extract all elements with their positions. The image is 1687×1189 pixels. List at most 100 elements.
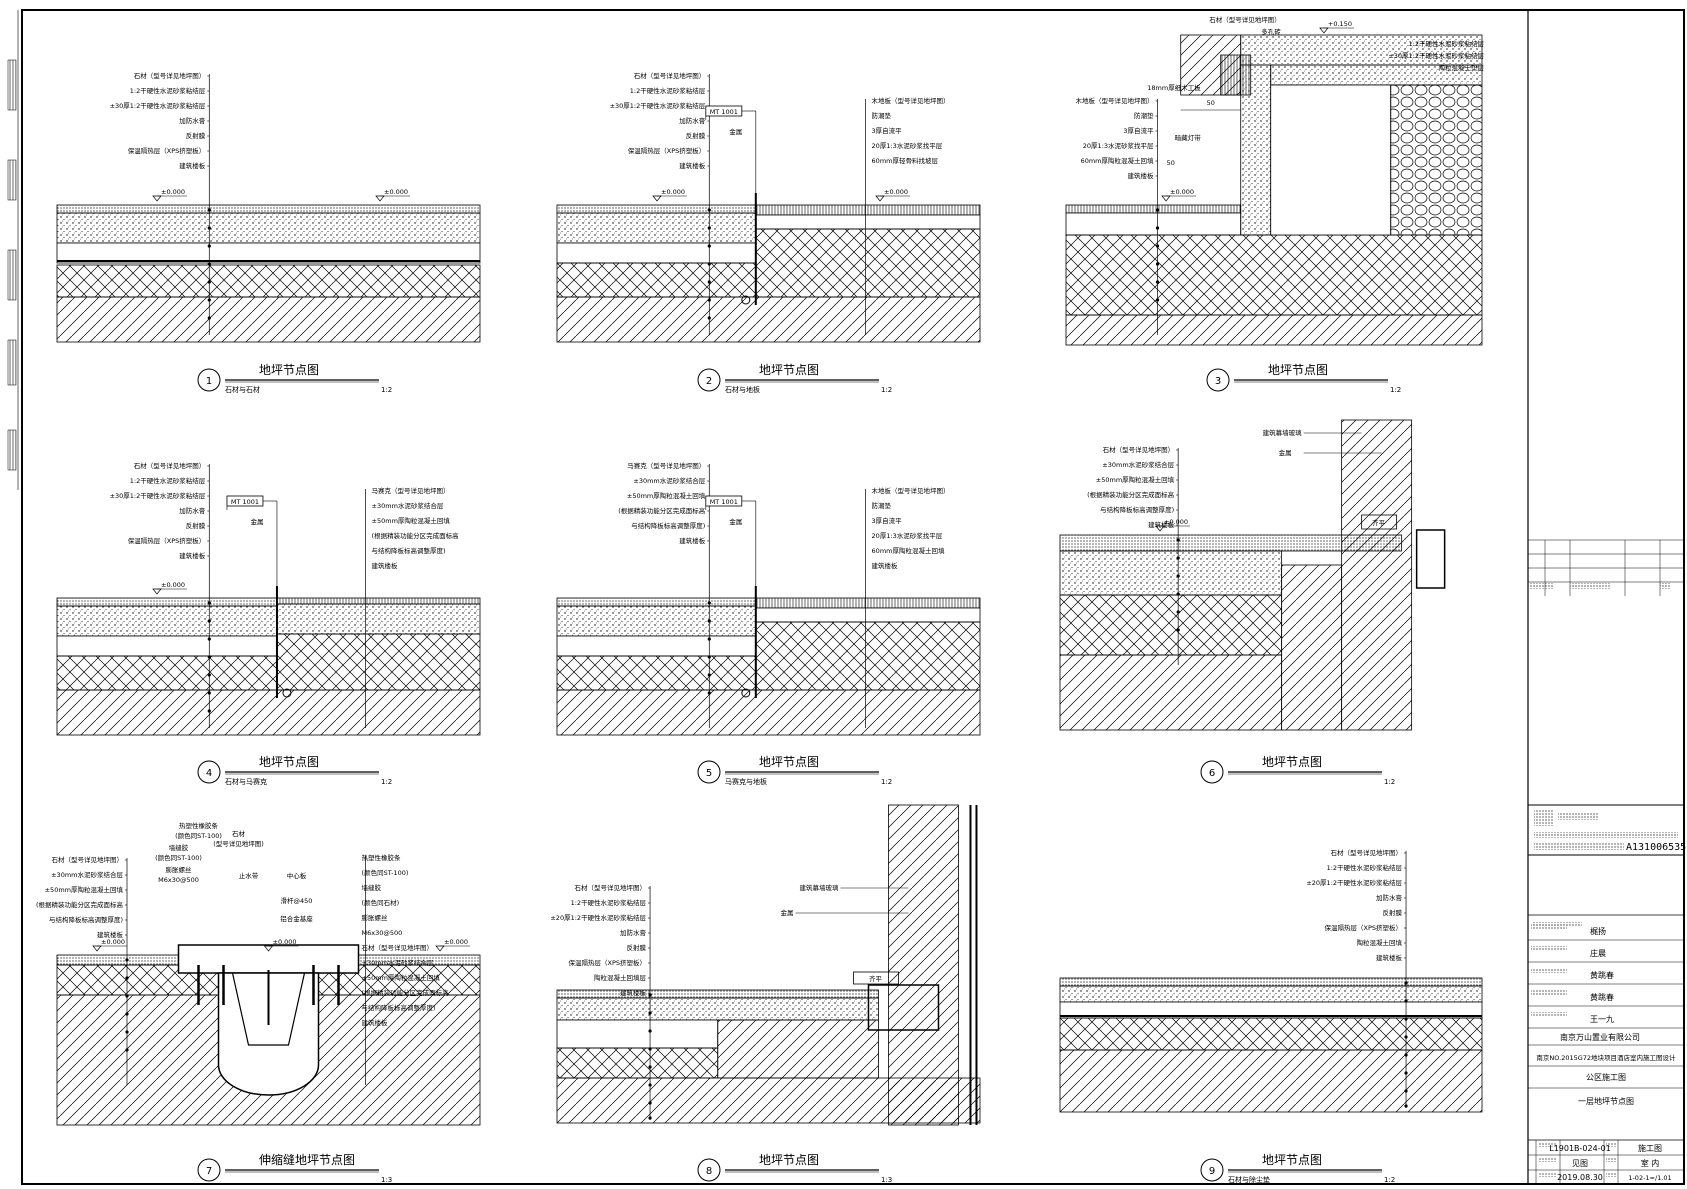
mosaic-layer	[276, 597, 481, 605]
layer-label-2: ±50mm厚陶粒混凝土回填	[1096, 475, 1175, 484]
level-label: +0.150	[1328, 20, 1352, 28]
detail-scale: 1:3	[881, 1176, 892, 1184]
layer-label-5: 保温隔热层（XPS挤塑板）	[569, 958, 647, 967]
right-label-4: 与结构降板标高调整厚度)	[372, 546, 446, 555]
layer-label-1: 1:2干硬性水泥砂浆粘结层	[1327, 863, 1403, 872]
detail-scale: 1:2	[381, 778, 392, 786]
layer-label-0: 石材（型号详见地坪图）	[634, 71, 706, 80]
detail-4: 石材（型号详见地坪图）1:2干硬性水泥砂浆粘结层±30厚1:2干硬性水泥砂浆粘结…	[56, 461, 481, 786]
leader-dot	[1176, 538, 1180, 542]
insulation-layer	[56, 242, 481, 264]
detail-title: 地坪节点图	[259, 363, 319, 377]
detail-number: 4	[206, 768, 212, 779]
level-marker-icon	[1161, 195, 1171, 202]
licence-number: A131006535	[1626, 842, 1686, 853]
leader-dot	[125, 976, 129, 980]
layer-label-2: ±50mm厚陶粒混凝土回填	[627, 491, 706, 500]
fill-layer	[1059, 594, 1283, 656]
firm-address-mark	[1534, 832, 1678, 838]
timber-board	[1220, 54, 1252, 96]
detail-number: 3	[1215, 376, 1221, 387]
detail-number: 1	[206, 376, 212, 387]
structure-layer	[556, 689, 981, 736]
dimension-label: 50	[1207, 99, 1215, 107]
tb-person-1: 庄晨	[1590, 948, 1606, 958]
expansion-joint-cover	[177, 944, 360, 974]
material-tag-code: MT 1001	[231, 498, 259, 506]
layer-label-0: 石材（型号详见地坪图）	[134, 461, 206, 470]
leader-dot	[707, 226, 711, 230]
top-label-2: 1:2干硬性水泥砂浆粘结层	[1409, 39, 1485, 48]
level-label: ±0.000	[1170, 188, 1194, 196]
flush-box	[1361, 514, 1398, 530]
mortar-layer	[1059, 985, 1483, 1003]
detail-scale: 1:2	[381, 386, 392, 394]
layer-label-2: ±20厚1:2干硬性水泥砂浆粘结层	[1306, 878, 1402, 887]
tb-role-mark	[1531, 946, 1567, 951]
detail-title: 地坪节点图	[259, 755, 319, 769]
leader-dot	[207, 298, 211, 302]
leader-dot	[707, 637, 711, 641]
tb-type: 施工图	[1638, 1143, 1662, 1153]
mortar-layer	[276, 603, 481, 635]
layer-label-2: ±30厚1:2干硬性水泥砂浆粘结层	[610, 101, 706, 110]
tb-sheet: 见图	[1572, 1159, 1588, 1168]
detail-subtitle: 石材与地板	[725, 385, 760, 394]
detail-scale: 1:2	[1390, 386, 1401, 394]
leader-dot	[707, 673, 711, 677]
right-label-0: 热塑性橡胶条	[362, 853, 402, 862]
layer-label-2: ±30厚1:2干硬性水泥砂浆粘结层	[110, 491, 206, 500]
detail-subtitle: 石材与石材	[225, 385, 260, 394]
tb-label-mark	[1538, 1173, 1556, 1177]
leader-dot	[707, 655, 711, 659]
leader-dot	[1404, 1071, 1408, 1075]
water-stop-icon	[217, 972, 320, 1096]
layer-label-6: 建筑楼板	[179, 551, 206, 560]
level-label: ±0.000	[161, 188, 185, 196]
leader-dot	[125, 1048, 129, 1052]
level-marker-icon	[875, 195, 885, 202]
level-label: ±0.000	[884, 188, 908, 196]
right-label-1: ±30mm水泥砂浆结合层	[372, 501, 444, 510]
right-label-4: 60mm厚轻骨料找坡层	[872, 156, 939, 165]
leader-dot	[1155, 226, 1160, 230]
detail-number-circle	[1206, 368, 1230, 392]
dimension-label: 50	[1167, 159, 1175, 167]
leader-dot	[707, 619, 711, 623]
right-label-6: 石材（型号详见地坪图）	[362, 943, 434, 952]
layer-label-4: 与结构降板标高调整厚度)	[1100, 505, 1174, 514]
layer-label-7: 建筑楼板	[1376, 953, 1403, 962]
layer-label-0: 石材（型号详见地坪图）	[134, 71, 206, 80]
fill-layer	[755, 621, 981, 691]
slab-fill-layer	[556, 262, 757, 298]
fill-layer	[755, 228, 981, 298]
screed-layer	[755, 607, 981, 623]
fill-layer	[556, 1047, 719, 1079]
leader-dot	[207, 316, 211, 320]
leader-dot	[1404, 1035, 1408, 1039]
leader-dot	[707, 280, 711, 284]
level-label: ±0.000	[444, 938, 468, 946]
detail-6: 齐平建筑幕墙玻璃金属石材（型号详见地坪图）±30mm水泥砂浆结合层±50mm厚陶…	[1059, 419, 1446, 786]
tb-client: 南京万山置业有限公司	[1560, 1032, 1640, 1042]
tb-role-mark	[1531, 968, 1567, 973]
detail-title: 地坪节点图	[759, 755, 819, 769]
leader-dot	[207, 637, 211, 641]
leader-dot	[207, 226, 211, 230]
wall-layer	[1341, 419, 1413, 731]
flush-label: 齐平	[1372, 518, 1386, 527]
leader-dot	[207, 619, 211, 623]
layer-label-0: 马赛克（型号详见地坪图）	[627, 461, 705, 470]
detail-3: 5050石材（型号详见地坪图）多孔砖1:2干硬性水泥砂浆粘结层±30厚1:2干硬…	[1065, 15, 1485, 394]
mid-label-0: 18mm厚细木工板	[1147, 83, 1201, 92]
leader-dot	[707, 262, 711, 266]
detail-1: 石材（型号详见地坪图）1:2干硬性水泥砂浆粘结层±30厚1:2干硬性水泥砂浆粘结…	[56, 71, 481, 394]
right-label-7: ±30mm水泥砂浆结合层	[362, 958, 434, 967]
detail-title: 地坪节点图	[1268, 363, 1328, 377]
leader-dot	[207, 691, 211, 695]
leader-dot	[125, 958, 129, 962]
insulation-layer	[56, 635, 278, 657]
tb-label-mark	[1606, 1158, 1616, 1162]
leader-dot	[648, 1047, 652, 1051]
